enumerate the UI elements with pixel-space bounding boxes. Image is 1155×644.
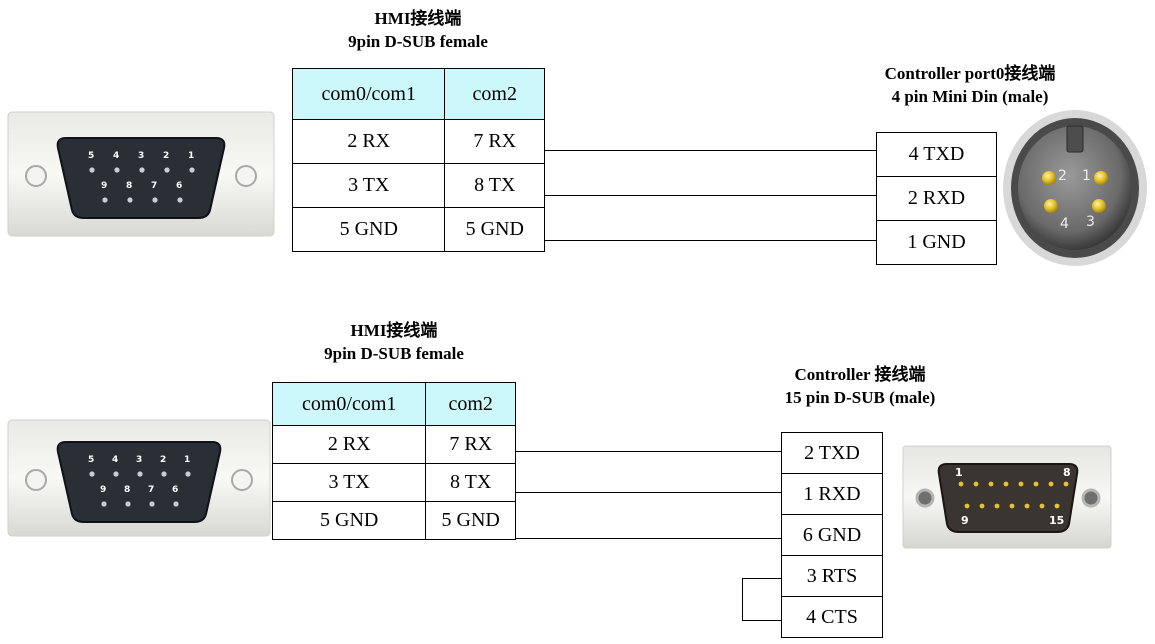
pin-label: 7 <box>151 181 157 191</box>
wire-rx-txd <box>516 451 781 452</box>
pin-label: 1 <box>184 455 190 465</box>
pin-label: 3 <box>138 151 144 161</box>
controller-subtitle: 15 pin D-SUB (male) <box>784 388 936 407</box>
pin-cell: 5 GND <box>444 207 545 252</box>
column-header: com0/com1 <box>271 382 427 426</box>
pin-cell: 2 RX <box>271 425 427 464</box>
pin-label: 5 <box>88 455 94 465</box>
wire-tx-rxd <box>516 492 781 493</box>
pin-label: 1 <box>955 466 963 479</box>
pin-label: 3 <box>1086 214 1095 230</box>
pin-label: 4 <box>1060 216 1069 232</box>
pin-label: 1 <box>188 151 194 161</box>
wire-gnd-gnd <box>545 240 876 241</box>
column-header: com2 <box>444 68 545 120</box>
pin-cell: 3 RTS <box>781 555 883 597</box>
hmi-pin-table: com0/com1 com2 2 RX 7 RX 3 TX 8 TX 5 GND… <box>291 68 545 252</box>
pin-label: 1 <box>1082 168 1091 184</box>
pin-cell: 8 TX <box>425 463 516 502</box>
pin-label: 2 <box>160 455 166 465</box>
loopback-cts <box>742 620 781 621</box>
pin-cell: 5 GND <box>271 501 427 540</box>
pin-label: 6 <box>172 485 178 495</box>
pin-cell: 6 GND <box>781 514 883 556</box>
pin-label: 9 <box>100 485 106 495</box>
pin-label: 15 <box>1049 514 1064 527</box>
controller-title: Controller 接线端 <box>794 365 926 384</box>
pin-cell: 7 RX <box>425 425 516 464</box>
column-header: com0/com1 <box>291 68 446 120</box>
column-header: com2 <box>425 382 516 426</box>
loopback-vertical <box>742 578 743 620</box>
pin-cell: 7 RX <box>444 119 545 164</box>
pin-label: 6 <box>176 181 182 191</box>
db9-female-connector-icon: 5 4 3 2 1 9 8 7 6 <box>7 111 275 237</box>
db15-male-connector-icon: 1 8 9 15 <box>902 445 1112 549</box>
pin-cell: 4 CTS <box>781 596 883 638</box>
pin-cell: 5 GND <box>425 501 516 540</box>
controller-pin-table: 2 TXD 1 RXD 6 GND 3 RTS 4 CTS <box>781 432 883 638</box>
pin-cell: 1 RXD <box>781 473 883 515</box>
pin-label: 9 <box>961 514 969 527</box>
pin-cell: 3 TX <box>271 463 427 502</box>
pin-label: 8 <box>1063 466 1071 479</box>
hmi-pin-table: com0/com1 com2 2 RX 7 RX 3 TX 8 TX 5 GND… <box>271 382 516 540</box>
controller-subtitle: 4 pin Mini Din (male) <box>891 87 1049 106</box>
controller-pin-table: 4 TXD 2 RXD 1 GND <box>876 132 997 265</box>
wire-tx-rxd <box>545 195 876 196</box>
pin-label: 4 <box>112 455 118 465</box>
db9-female-connector-icon: 5 4 3 2 1 9 8 7 6 <box>7 419 271 537</box>
pin-cell: 3 TX <box>291 163 446 208</box>
pin-cell: 4 TXD <box>876 132 997 177</box>
pin-label: 2 <box>163 151 169 161</box>
pin-label: 7 <box>148 485 154 495</box>
mini-din-connector-icon: 2 1 4 3 <box>1003 110 1147 266</box>
pin-cell: 8 TX <box>444 163 545 208</box>
pin-cell: 1 GND <box>876 220 997 265</box>
wire-gnd-gnd <box>516 538 781 539</box>
pin-cell: 2 TXD <box>781 432 883 474</box>
hmi-subtitle: 9pin D-SUB female <box>348 32 488 51</box>
pin-label: 2 <box>1058 168 1067 184</box>
pin-label: 4 <box>113 151 119 161</box>
controller-title: Controller port0接线端 <box>884 64 1056 83</box>
pin-cell: 5 GND <box>291 207 446 252</box>
pin-cell: 2 RXD <box>876 176 997 221</box>
hmi-title: HMI接线端 <box>350 321 438 340</box>
pin-label: 3 <box>136 455 142 465</box>
loopback-rts <box>742 578 781 579</box>
hmi-title: HMI接线端 <box>374 9 462 28</box>
wire-rx-txd <box>545 150 876 151</box>
pin-label: 9 <box>101 181 107 191</box>
pin-label: 5 <box>88 151 94 161</box>
pin-label: 8 <box>126 181 132 191</box>
pin-cell: 2 RX <box>291 119 446 164</box>
hmi-subtitle: 9pin D-SUB female <box>324 344 464 363</box>
pin-label: 8 <box>124 485 130 495</box>
